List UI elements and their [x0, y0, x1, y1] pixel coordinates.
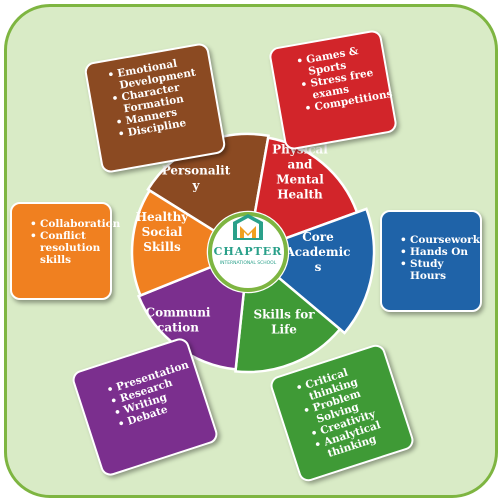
- segment-label-line: Skills for: [253, 308, 315, 322]
- box-personality-wrap: Emotional Development Character Formatio…: [83, 41, 227, 175]
- physical-list: Games & Sports Stress free exams Competi…: [294, 42, 393, 115]
- segment-label-line: Communi: [146, 306, 211, 320]
- logo-name: CHAPTER: [214, 245, 283, 258]
- segment-label-line: Healthy: [136, 210, 190, 224]
- personality-list: Emotional Development Character Formatio…: [105, 53, 214, 141]
- chapter-logo-icon: [233, 214, 263, 240]
- list-item: Study Hours: [400, 258, 474, 282]
- communication-list: Presentation Research Writing Debate: [103, 359, 200, 431]
- box-physical-wrap: Games & Sports Stress free exams Competi…: [267, 28, 399, 152]
- segment-label-line: Health: [277, 188, 323, 202]
- skills-life-list: Critical thinking Problem Solving Creati…: [293, 356, 405, 464]
- segment-label-line: Skills: [143, 240, 181, 254]
- segment-label-line: and: [288, 158, 314, 172]
- segment-label-line: Social: [142, 225, 183, 239]
- social-list: Collaboration Conflict resolution skills: [28, 218, 120, 266]
- core-list: Coursework Hands On Study Hours: [398, 234, 480, 282]
- box-physical: Games & Sports Stress free exams Competi…: [267, 28, 399, 152]
- logo-tagline: INTERNATIONAL SCHOOL: [220, 260, 277, 266]
- box-core-academics: Coursework Hands On Study Hours: [380, 210, 482, 312]
- list-item: Conflict resolution skills: [30, 230, 106, 266]
- segment-label-line: s: [315, 260, 322, 274]
- segment-label-line: Life: [271, 323, 297, 337]
- segment-label-line: Academic: [285, 245, 351, 259]
- list-item: Hands On: [400, 246, 474, 258]
- segment-label-line: Core: [302, 230, 334, 244]
- segment-label-line: y: [192, 179, 201, 193]
- list-item: Coursework: [400, 234, 480, 246]
- segment-label-line: Mental: [276, 173, 324, 187]
- list-item: Collaboration: [30, 218, 120, 230]
- center-hub: CHAPTER INTERNATIONAL SCHOOL: [208, 212, 288, 292]
- box-social-skills: Collaboration Conflict resolution skills: [10, 202, 120, 300]
- segment-label-line: Personalit: [162, 164, 231, 178]
- segment-label-line: cation: [157, 321, 199, 335]
- box-personality: Emotional Development Character Formatio…: [83, 41, 227, 175]
